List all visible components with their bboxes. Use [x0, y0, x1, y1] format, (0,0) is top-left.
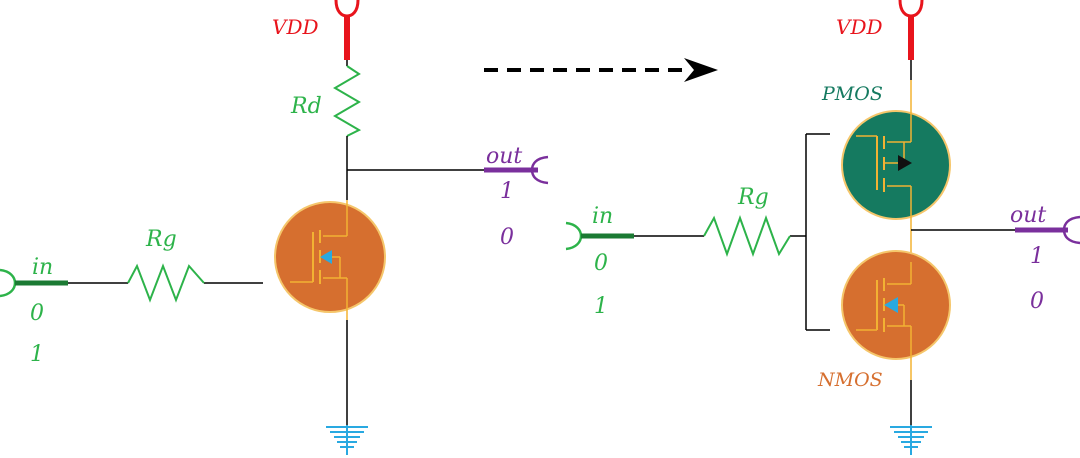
input-value-1: 0	[594, 251, 608, 276]
ground-icon	[890, 425, 932, 455]
pmos-label: PMOS	[821, 83, 883, 105]
input-terminal-icon	[0, 268, 68, 298]
resistor-rd-icon	[333, 65, 362, 137]
output-terminal-icon	[1015, 215, 1080, 245]
vdd-label: VDD	[836, 15, 883, 39]
dashed-arrow-icon	[484, 58, 718, 82]
output-value-2: 0	[1030, 289, 1044, 314]
resistor-rg-label: Rg	[145, 227, 177, 252]
vdd-label: VDD	[272, 15, 319, 39]
vdd-terminal-icon	[334, 0, 360, 60]
resistor-rd-label: Rd	[290, 94, 322, 119]
right-circuit: VDD PMOS	[565, 0, 1080, 455]
input-label: in	[592, 204, 613, 229]
input-value-2: 1	[30, 342, 44, 367]
nmos-transistor-icon	[841, 250, 951, 380]
output-value-1: 1	[1030, 244, 1044, 269]
input-value-2: 1	[594, 294, 608, 319]
input-value-1: 0	[30, 301, 44, 326]
input-label: in	[32, 255, 53, 280]
resistor-rg-icon	[703, 215, 791, 257]
left-circuit: VDD Rd out 1 0	[0, 0, 549, 455]
output-label: out	[486, 144, 522, 169]
nmos-label: NMOS	[817, 369, 883, 391]
output-value-1: 1	[500, 179, 514, 204]
ground-icon	[326, 425, 368, 455]
nmos-transistor-icon	[274, 200, 386, 320]
pmos-transistor-icon	[841, 80, 951, 228]
vdd-terminal-icon	[898, 0, 924, 60]
output-value-2: 0	[500, 225, 514, 250]
resistor-rg-label: Rg	[737, 185, 769, 210]
resistor-rg-icon	[127, 263, 205, 303]
input-terminal-icon	[565, 221, 634, 251]
output-label: out	[1010, 203, 1046, 228]
output-terminal-icon	[484, 155, 549, 185]
